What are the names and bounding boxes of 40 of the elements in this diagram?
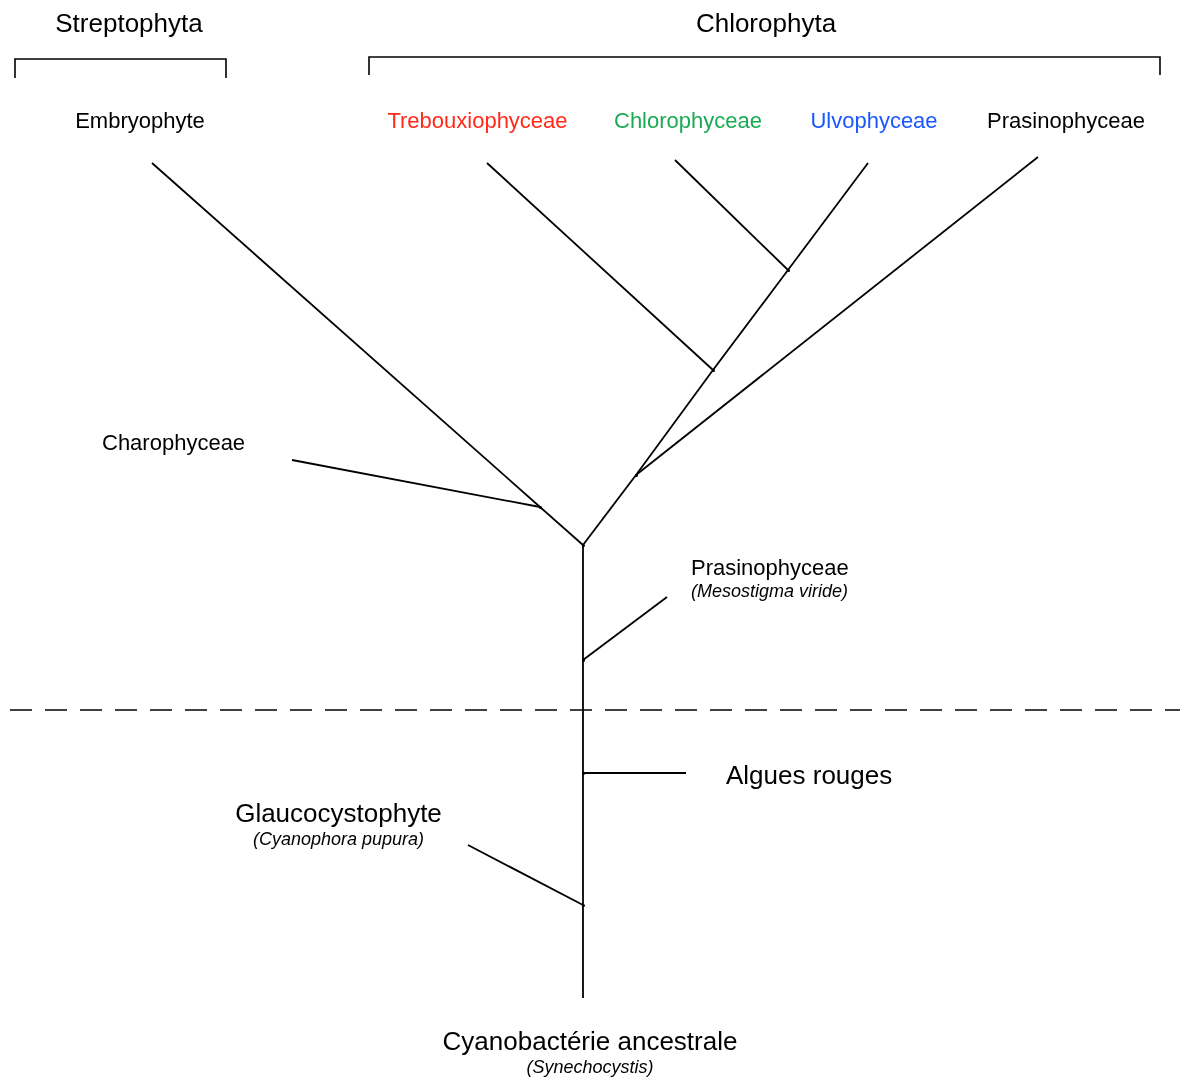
taxon-label: Ulvophyceae bbox=[809, 108, 939, 135]
taxon-label: Cyanobactérie ancestrale bbox=[441, 1026, 739, 1058]
taxon-label: Prasinophyceae bbox=[986, 108, 1146, 135]
taxon-label: Chlorophyceae bbox=[613, 108, 763, 135]
tree-branch bbox=[674, 159, 789, 271]
taxon-label: Prasinophyceae bbox=[691, 555, 850, 582]
taxon-label: Trebouxiophyceae bbox=[386, 108, 569, 135]
tree-branch bbox=[582, 659, 584, 774]
tree-branch bbox=[787, 162, 869, 271]
tree-branch bbox=[151, 162, 541, 508]
tree-branch bbox=[582, 544, 584, 661]
tree-branch bbox=[582, 772, 584, 906]
branch-point bbox=[634, 473, 638, 477]
tree-branch bbox=[539, 506, 584, 546]
tree-branch bbox=[291, 459, 541, 508]
branch-point bbox=[711, 368, 715, 372]
clade-label: Chlorophyta bbox=[695, 8, 837, 39]
tree-branch bbox=[635, 369, 714, 476]
clade-label: Streptophyta bbox=[55, 8, 203, 39]
species-name: (Mesostigma viride) bbox=[691, 581, 850, 603]
tree-branch bbox=[467, 844, 584, 906]
tree-branch bbox=[582, 474, 637, 546]
branch-point bbox=[581, 771, 585, 775]
species-name: (Cyanophora pupura) bbox=[251, 829, 426, 851]
branch-point bbox=[581, 658, 585, 662]
tree-branch bbox=[486, 162, 714, 371]
branch-point bbox=[581, 903, 585, 907]
tree-branch bbox=[582, 904, 584, 999]
branch-point bbox=[581, 543, 585, 547]
taxon-label: Algues rouges bbox=[726, 760, 894, 792]
branch-point bbox=[538, 505, 542, 509]
tree-branch bbox=[582, 596, 668, 661]
tree-branch bbox=[635, 156, 1039, 476]
branch-point bbox=[786, 268, 790, 272]
tree-branch bbox=[582, 772, 687, 774]
tree-branch bbox=[712, 269, 789, 371]
taxon-label: Glaucocystophyte bbox=[234, 798, 443, 830]
species-name: (Synechocystis) bbox=[525, 1057, 655, 1079]
taxon-label: Charophyceae bbox=[102, 430, 247, 457]
taxon-label: Embryophyte bbox=[74, 108, 206, 135]
